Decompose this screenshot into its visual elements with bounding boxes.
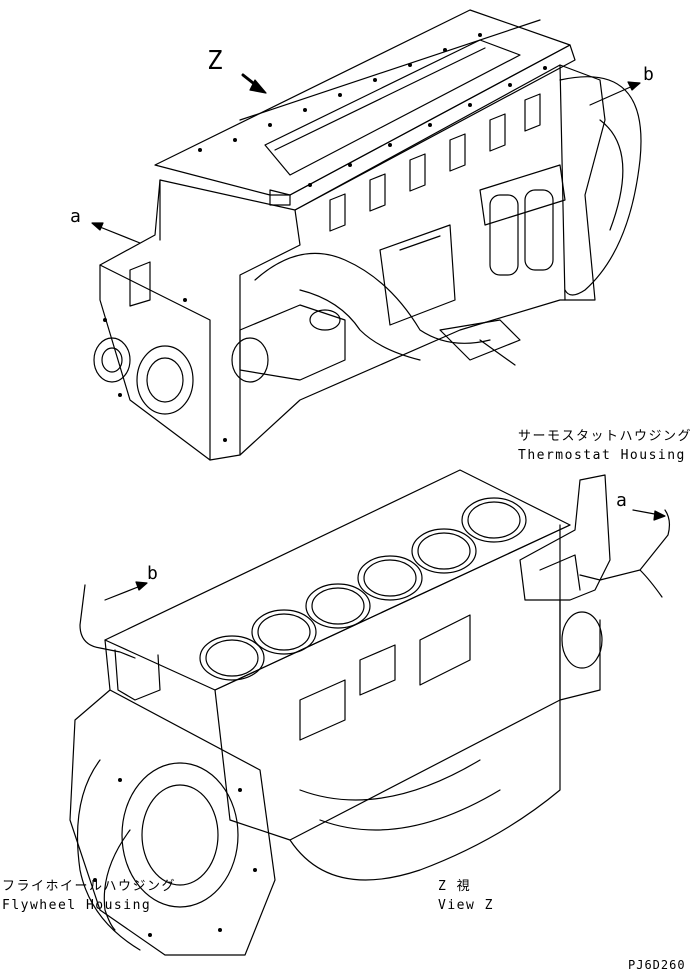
view-direction-arrow [241,73,267,94]
thermostat-housing-jp-label: サーモスタットハウジング [518,429,693,444]
arrow-b-top-label: b [643,64,654,85]
flywheel-housing-en-label: Flywheel Housing [2,898,152,913]
drawing-code-label: PJ6D260 [628,958,686,972]
bottom-engine-view [69,469,671,956]
arrow-a-top-label: a [70,206,81,227]
arrow-a-bottom [632,509,666,521]
top-engine-view [93,9,642,461]
arrow-b-bottom [104,581,148,601]
arrow-a-top [91,222,141,244]
arrow-a-bottom-label: a [616,490,627,511]
thermostat-housing-en-label: Thermostat Housing [518,448,686,463]
arrow-b-bottom-label: b [147,563,158,584]
view-z-jp-label: Z 視 [438,879,472,894]
view-z-en-label: View Z [438,898,494,913]
arrow-b-top [589,81,641,106]
flywheel-housing-jp-label: フライホイールハウジング [2,879,177,894]
view-marker-label: Z [207,46,223,76]
